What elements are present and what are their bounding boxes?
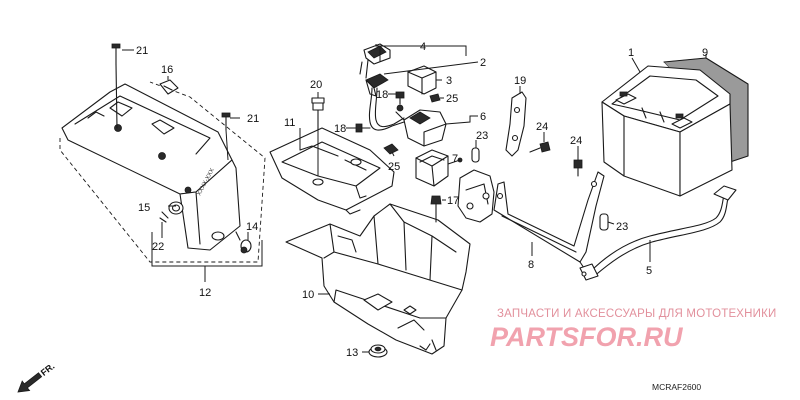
screw-21-right — [221, 112, 231, 161]
bolt-24-lower — [573, 159, 583, 177]
label-13: 13 — [346, 347, 358, 359]
bolt-14 — [235, 231, 252, 254]
label-18-upper: 18 — [376, 89, 388, 101]
part-labels: 21 16 21 15 22 14 12 20 11 10 13 18 18 4… — [136, 41, 708, 359]
battery-band-19 — [505, 91, 527, 157]
relay-bracket — [457, 169, 495, 223]
label-7: 7 — [452, 153, 458, 165]
bolt-18-upper — [395, 91, 405, 105]
starter-relay-6 — [395, 104, 447, 147]
terminal-cap-2 — [365, 73, 389, 97]
nut-25-lower — [383, 143, 399, 155]
battery-tray-11 — [269, 127, 395, 215]
front-arrow-icon — [17, 372, 43, 393]
label-22: 22 — [152, 241, 164, 253]
relay-cable — [368, 87, 405, 131]
label-10: 10 — [302, 289, 314, 301]
battery-cable-5 — [579, 185, 737, 281]
relay-cover-3 — [407, 65, 437, 95]
cable-4 — [359, 43, 391, 79]
battery-stay-8 — [493, 171, 605, 269]
bolt-17 — [430, 195, 442, 223]
bolt-20 — [311, 97, 325, 176]
label-18-lower: 18 — [334, 123, 346, 135]
clip-23-right — [599, 213, 609, 231]
label-21-top: 21 — [136, 45, 148, 57]
label-14: 14 — [246, 221, 258, 233]
label-2: 2 — [480, 57, 486, 69]
cover-assembly: XXXX-XXX — [59, 43, 266, 282]
bolt-24-upper — [529, 141, 551, 153]
watermark: ЗАПЧАСТИ И АКСЕССУАРЫ ДЛЯ МОТОТЕХНИКИ PA… — [490, 308, 777, 352]
bolt-18-lower — [355, 123, 371, 133]
label-9: 9 — [702, 47, 708, 59]
battery-1 — [601, 65, 733, 197]
leader-lines — [122, 44, 707, 353]
cover-front-face — [179, 159, 241, 251]
cover-grommet — [211, 231, 225, 241]
label-23-center: 23 — [476, 130, 488, 142]
label-23-right: 23 — [616, 221, 628, 233]
label-19: 19 — [514, 75, 526, 87]
cover-group-outline — [59, 81, 266, 263]
label-16: 16 — [161, 64, 173, 76]
label-6: 6 — [480, 111, 486, 123]
rubber-15 — [168, 201, 184, 215]
label-1: 1 — [628, 47, 634, 59]
label-3: 3 — [446, 75, 452, 87]
label-25-lower: 25 — [388, 161, 400, 173]
clip-16 — [159, 79, 179, 95]
relay-boot-7 — [415, 149, 463, 187]
label-15: 15 — [138, 202, 150, 214]
front-label: FR. — [39, 361, 57, 378]
label-21-right: 21 — [247, 113, 259, 125]
screw-21-top — [111, 43, 121, 129]
front-direction-indicator: FR. — [17, 361, 57, 393]
label-8: 8 — [528, 259, 534, 271]
label-24-upper: 24 — [536, 121, 548, 133]
label-25-upper: 25 — [446, 93, 458, 105]
pin-22 — [159, 211, 169, 223]
diagram-code: MCRAF2600 — [652, 382, 701, 392]
label-4: 4 — [420, 41, 426, 53]
label-17: 17 — [447, 195, 459, 207]
label-12: 12 — [199, 287, 211, 299]
label-11: 11 — [284, 117, 295, 129]
rubber-mount-13 — [368, 344, 388, 358]
nut-25-upper — [429, 93, 441, 103]
watermark-logo: PARTSFOR.RU — [490, 322, 684, 352]
label-5: 5 — [646, 265, 652, 277]
label-24-lower: 24 — [570, 135, 582, 147]
clip-23-center — [471, 147, 480, 163]
watermark-tagline: ЗАПЧАСТИ И АКСЕССУАРЫ ДЛЯ МОТОТЕХНИКИ — [497, 308, 777, 320]
battery-case-10 — [285, 203, 471, 355]
label-20: 20 — [310, 79, 322, 91]
